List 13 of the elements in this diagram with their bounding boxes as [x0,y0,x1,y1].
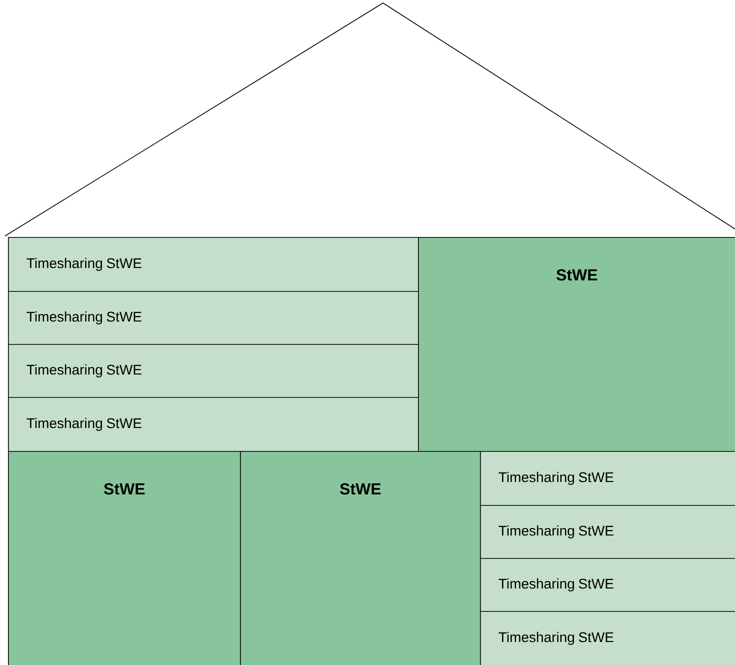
block-cell: StWE [418,237,735,452]
block-cell: StWE [240,451,481,665]
table-cell: Timesharing StWE [480,505,735,559]
table-cell: Timesharing StWE [480,451,735,506]
table-cell: Timesharing StWE [480,611,735,665]
table-cell: Timesharing StWE [8,291,419,345]
table-cell: Timesharing StWE [8,237,419,292]
table-cell: Timesharing StWE [8,344,419,398]
node-label: Timesharing StWE [498,578,614,592]
block-cell: StWE [8,451,241,665]
table-cell: Timesharing StWE [8,397,419,452]
table-cell: Timesharing StWE [480,558,735,612]
node-label: StWE [104,483,145,495]
